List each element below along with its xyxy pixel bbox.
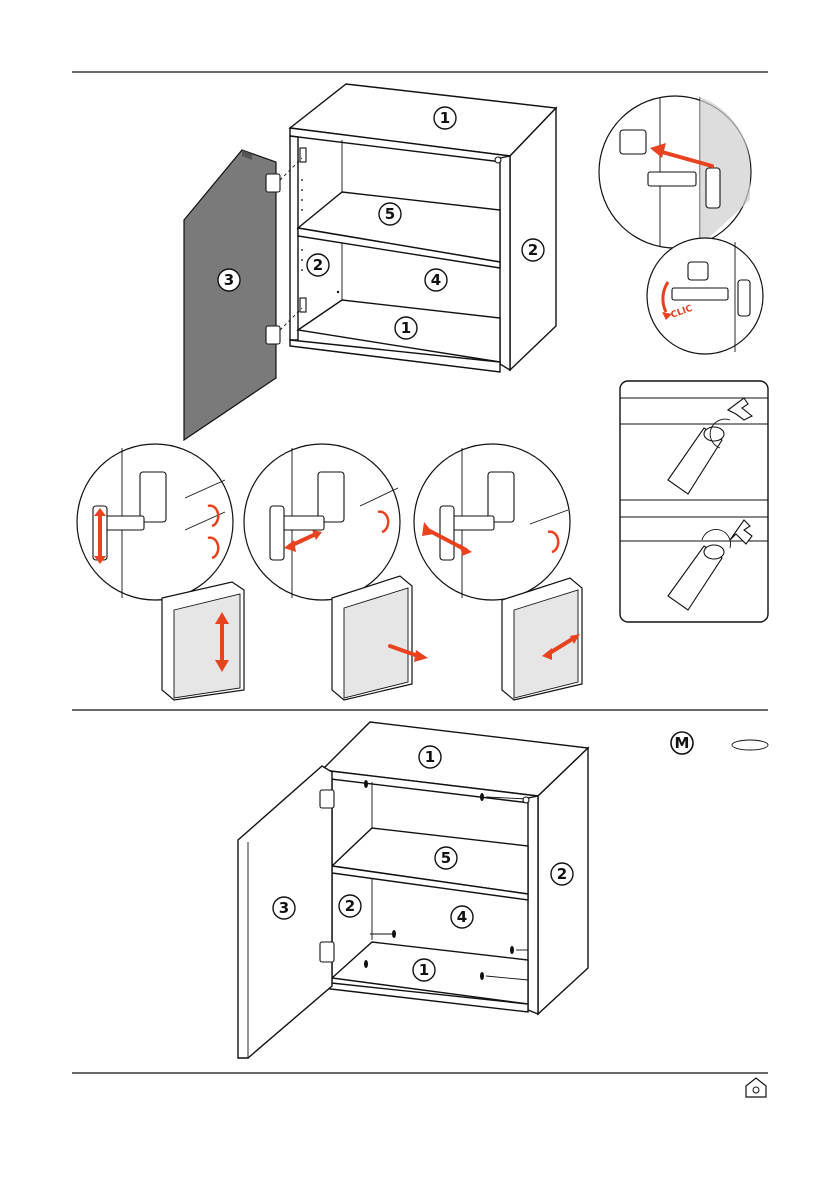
- hinge-adjust-lateral-icon: [414, 444, 582, 700]
- door-panel: [184, 150, 280, 440]
- badge-side-right: 2: [551, 863, 573, 885]
- svg-text:3: 3: [279, 899, 289, 917]
- badge-back: 4: [451, 906, 473, 928]
- badge-top: 1: [434, 107, 456, 129]
- part-m-badge: M: [671, 732, 693, 754]
- svg-text:1: 1: [425, 748, 435, 766]
- svg-text:5: 5: [385, 205, 395, 223]
- svg-text:1: 1: [440, 109, 450, 127]
- badge-shelf: 5: [435, 847, 457, 869]
- svg-text:4: 4: [431, 271, 441, 289]
- svg-text:5: 5: [441, 849, 451, 867]
- svg-text:1: 1: [401, 319, 411, 337]
- bumper-part-icon: [732, 740, 768, 750]
- step1-cabinet: 1 5 2 2 4 1 3: [184, 84, 556, 440]
- hinge-adjust-vertical-icon: [77, 444, 244, 700]
- brand-home-icon: [746, 1078, 766, 1097]
- damper-panel: [620, 381, 768, 622]
- step2-cabinet: 1 5 2 3 2 4 1: [238, 722, 588, 1058]
- svg-text:4: 4: [457, 908, 467, 926]
- badge-side-left: 2: [307, 254, 329, 276]
- hinge-adjust-depth-icon: [244, 444, 428, 700]
- svg-text:3: 3: [224, 271, 234, 289]
- badge-door: 3: [218, 269, 240, 291]
- badge-top: 1: [419, 746, 441, 768]
- hinge-mount-inset-icon: [599, 96, 751, 248]
- svg-text:1: 1: [419, 961, 429, 979]
- badge-side-left: 2: [339, 895, 361, 917]
- hinge-clic-inset-icon: CLIC: [647, 238, 763, 354]
- badge-bottom: 1: [395, 317, 417, 339]
- svg-text:2: 2: [528, 241, 538, 259]
- badge-side-right: 2: [522, 239, 544, 261]
- badge-bottom: 1: [413, 959, 435, 981]
- badge-door: 3: [273, 897, 295, 919]
- badge-shelf: 5: [379, 203, 401, 225]
- svg-text:2: 2: [345, 897, 355, 915]
- badge-back: 4: [425, 269, 447, 291]
- svg-text:2: 2: [557, 865, 567, 883]
- svg-text:M: M: [675, 734, 690, 752]
- svg-text:2: 2: [313, 256, 323, 274]
